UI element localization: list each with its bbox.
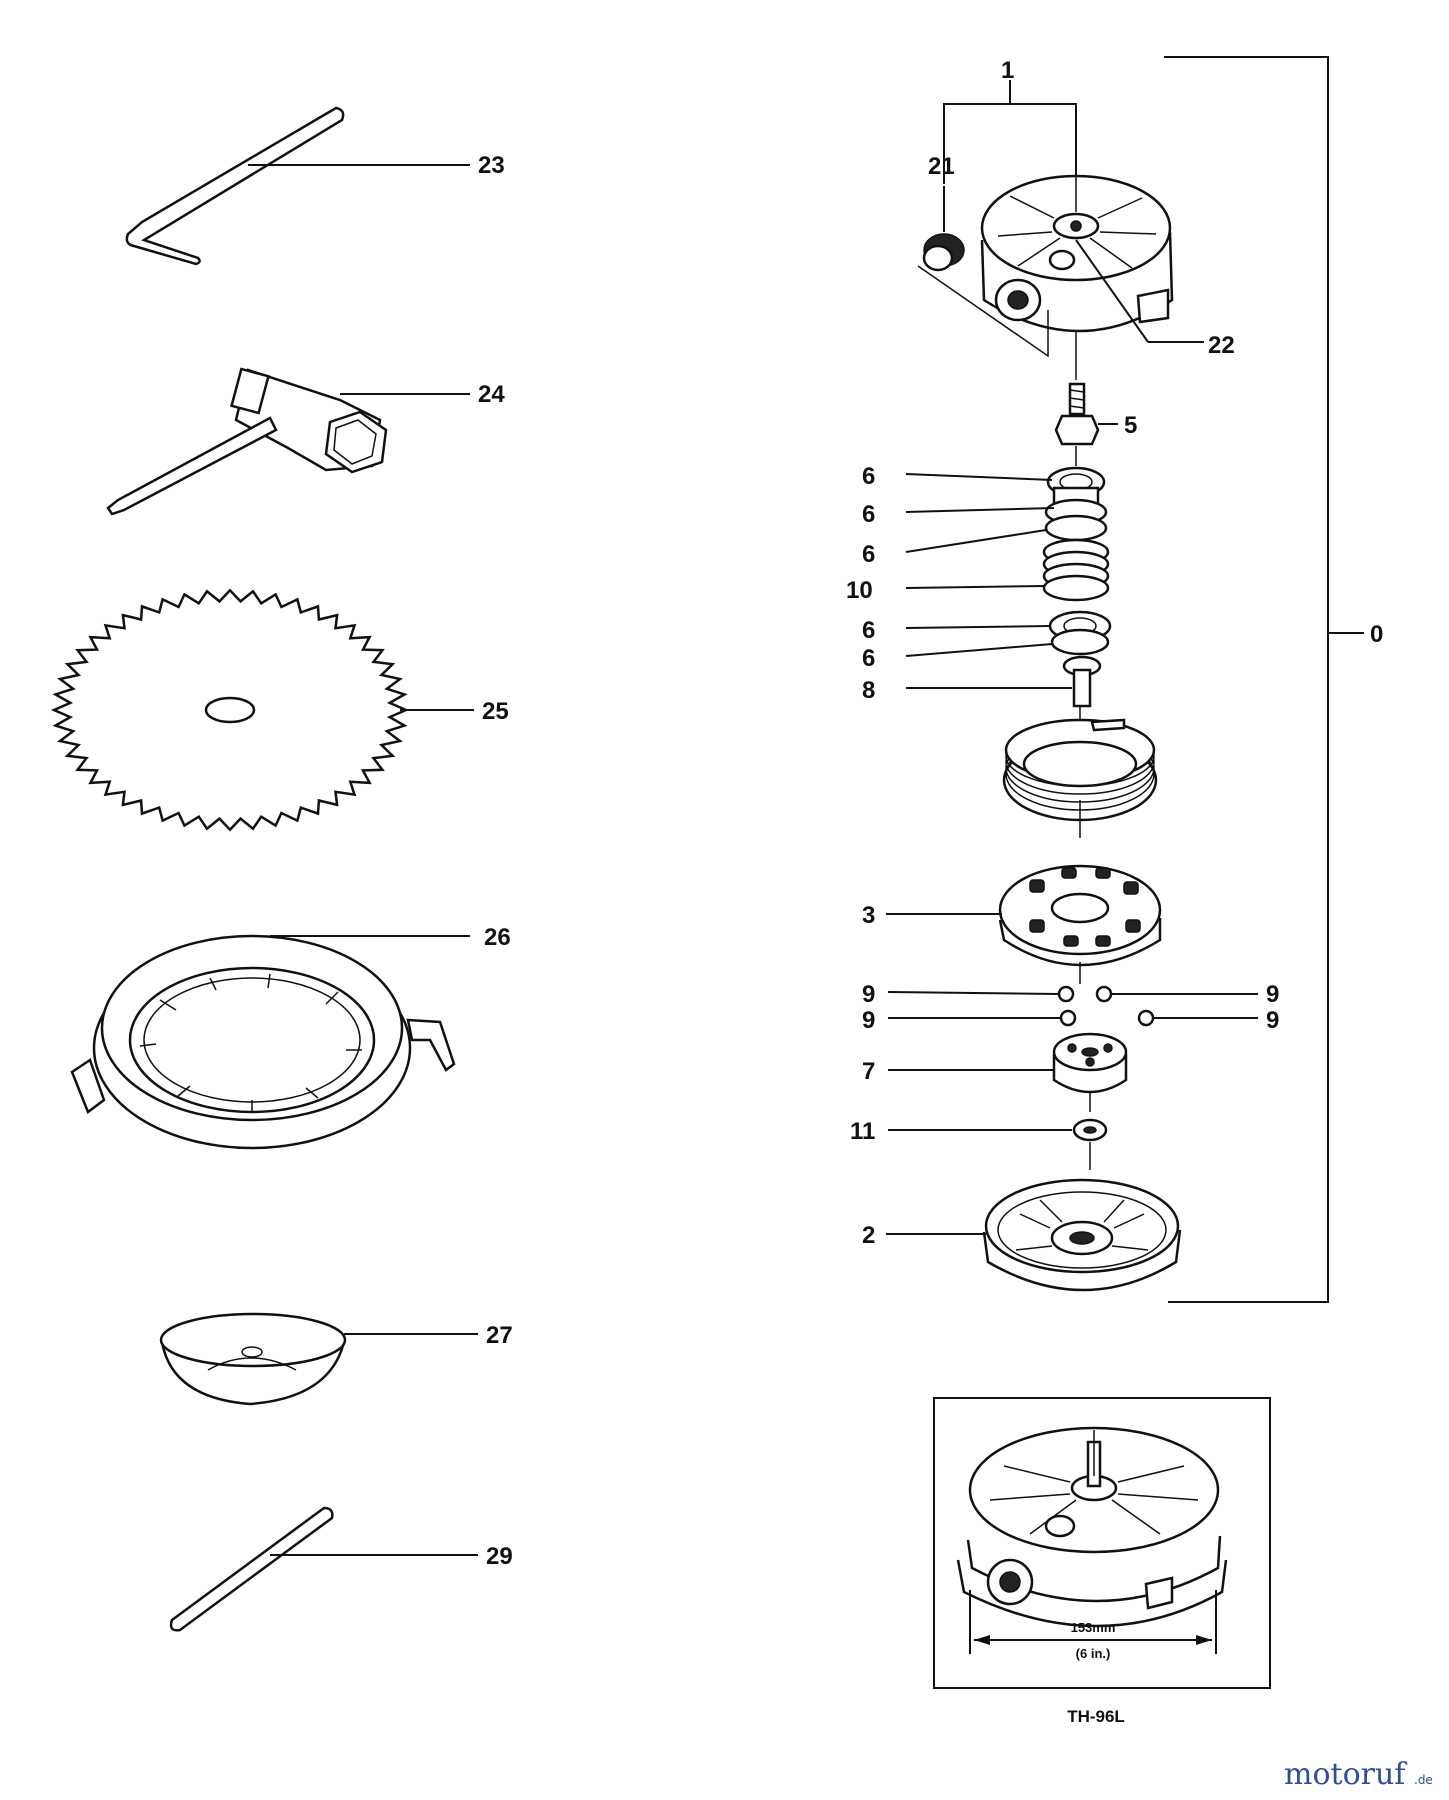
callout-21: 21 <box>928 153 955 180</box>
watermark-suffix: .de <box>1414 1773 1433 1787</box>
callout-10: 10 <box>846 577 873 604</box>
inset-assembled-head <box>933 1397 1271 1689</box>
callout-24: 24 <box>478 381 505 408</box>
part-24-socket-wrench <box>106 367 470 516</box>
part-21-knob <box>917 186 1049 358</box>
callout-2: 2 <box>862 1222 875 1249</box>
callout-6c: 6 <box>862 541 875 568</box>
callout-6e: 6 <box>862 645 875 672</box>
callout-3: 3 <box>862 902 875 929</box>
part-line-coil <box>1002 718 1158 838</box>
part-8-pin <box>1062 655 1102 726</box>
callout-7: 7 <box>862 1058 875 1085</box>
part-1-cover <box>980 174 1204 380</box>
callout-1: 1 <box>1001 57 1014 84</box>
callout-8: 8 <box>862 677 875 704</box>
part-3-spool <box>886 864 1162 984</box>
part-6-washer-stack <box>1044 466 1108 542</box>
callout-6b: 6 <box>862 501 875 528</box>
part-5-bolt <box>1054 382 1118 466</box>
leader-1-21 <box>943 80 1077 184</box>
part-7-hub <box>888 1032 1128 1112</box>
part-11-washer <box>888 1118 1108 1170</box>
part-27-cup-washer <box>159 1312 478 1406</box>
callout-26: 26 <box>484 924 511 951</box>
callout-9c: 9 <box>862 1007 875 1034</box>
part-9-balls <box>887 985 1258 1027</box>
part-2-base <box>886 1178 1182 1292</box>
callout-6a: 6 <box>862 463 875 490</box>
callout-9b: 9 <box>1266 981 1279 1008</box>
callout-6d: 6 <box>862 617 875 644</box>
callout-29: 29 <box>486 1543 513 1570</box>
callout-11: 11 <box>850 1118 875 1145</box>
callout-0: 0 <box>1370 621 1383 648</box>
leaders-washers <box>905 473 1072 689</box>
part-26-guard-ring <box>70 934 470 1150</box>
callout-25: 25 <box>482 698 509 725</box>
callout-9d: 9 <box>1266 1007 1279 1034</box>
callout-22: 22 <box>1208 332 1235 359</box>
part-6-lower-washers <box>1048 610 1112 656</box>
inset-dimension-in: (6 in.) <box>1076 1646 1111 1661</box>
callout-5: 5 <box>1124 412 1137 439</box>
callout-23: 23 <box>478 152 505 179</box>
watermark-text: motoruf <box>1284 1757 1407 1792</box>
callout-27: 27 <box>486 1322 513 1349</box>
inset-model-label: TH-96L <box>1067 1707 1125 1726</box>
callout-9a: 9 <box>862 981 875 1008</box>
part-25-saw-blade <box>50 588 474 832</box>
part-23-hex-key <box>125 106 470 266</box>
inset-dimension-mm: 153mm <box>1071 1620 1116 1635</box>
part-10-spring <box>1042 538 1110 602</box>
watermark-logo: motoruf .de <box>1284 1757 1433 1792</box>
part-29-pin-rod <box>169 1506 478 1632</box>
assembly-bracket <box>1164 56 1364 1303</box>
